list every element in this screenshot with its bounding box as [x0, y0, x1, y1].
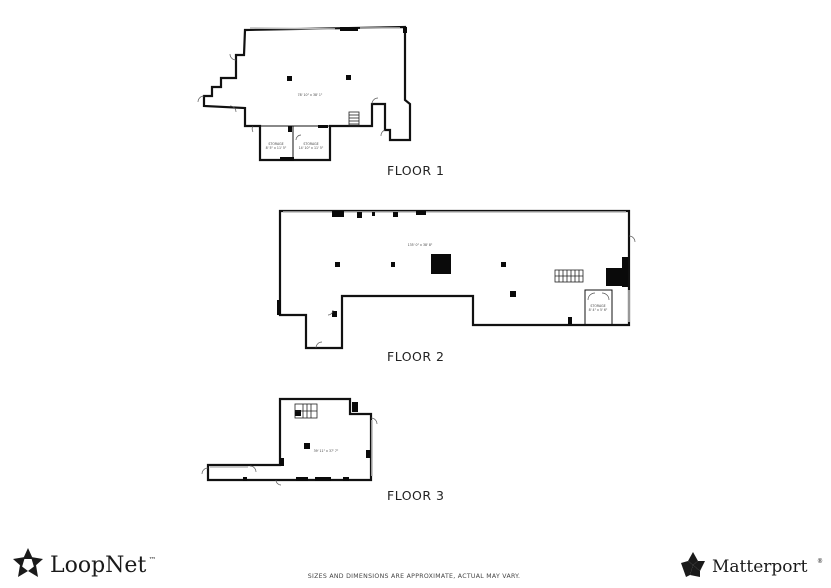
floor-2-door: [315, 341, 323, 349]
floor-1-door: [229, 53, 237, 61]
floor-1-door: [197, 95, 205, 103]
floor-1-plan: 78' 10" x 38' 1" STORAGE 8' 5" x 11' 5" …: [197, 25, 412, 162]
floor-3-door: [249, 465, 257, 473]
floor-3-column: [366, 450, 371, 458]
floor-3-column: [243, 477, 247, 481]
floor-1-stairs: [348, 111, 360, 127]
floor-1-door: [295, 134, 302, 141]
floor-3-exterior-wall: [206, 397, 373, 482]
floor-2-column: [372, 212, 375, 216]
floor-2-fixture: [606, 268, 622, 286]
floor-2-door: [327, 309, 334, 316]
floor-3-door: [370, 417, 378, 425]
floor-2-column: [391, 262, 395, 267]
floor-1-fixture: [280, 157, 294, 161]
floor-1-storage-b-dimensions: 14' 10" x 11' 5": [299, 146, 324, 150]
floor-1-door: [251, 125, 254, 133]
floor-1-window: [249, 27, 336, 30]
floor-1-storage-a-label: STORAGE: [268, 142, 283, 146]
floor-1-door: [371, 97, 379, 105]
floor-1-door: [229, 105, 237, 113]
floor-2-column: [510, 291, 516, 297]
floor-3-main-room-dimensions: 39' 11" x 37' 7": [314, 449, 339, 453]
floor-2-column: [332, 311, 337, 317]
loopnet-logo-icon: [13, 548, 43, 577]
floor-1-fixture: [340, 27, 358, 31]
floor-3-fixture: [315, 477, 331, 481]
floor-2-core: [431, 254, 451, 274]
loopnet-logo: LoopNet ™: [13, 548, 156, 578]
floor-3-door: [275, 479, 282, 486]
floor-3-column: [304, 443, 310, 449]
floor-2-column: [335, 262, 340, 267]
floor-2-column: [393, 212, 398, 217]
floor-2-door: [628, 235, 636, 243]
floor-1-label: FLOOR 1: [387, 163, 445, 178]
floor-2-door: [601, 292, 610, 301]
floor-2-column: [501, 262, 506, 267]
disclaimer-text: SIZES AND DIMENSIONS ARE APPROXIMATE, AC…: [308, 573, 521, 580]
floor-3-label: FLOOR 3: [387, 488, 445, 503]
floor-3-column: [352, 402, 358, 412]
loopnet-logo-text: LoopNet: [50, 553, 146, 578]
floor-3-door: [201, 467, 209, 475]
floor-3-stairs: [294, 403, 318, 419]
floor-1-fixture: [318, 125, 328, 128]
floor-3-column: [280, 458, 284, 466]
floor-1-storage-b-label: STORAGE: [303, 142, 318, 146]
floor-2-storage-label: STORAGE: [590, 304, 605, 308]
floor-3-plan: 39' 11" x 37' 7": [201, 397, 378, 486]
floor-3-fixture: [343, 477, 349, 481]
floor-2-fixture: [416, 211, 426, 215]
floor-2-plan: 135' 0" x 38' 8" STORAGE 8' 4" x 5' 6": [277, 209, 636, 350]
floor-1-fixture: [403, 27, 407, 33]
floor-3-fixture: [296, 477, 308, 481]
floor-1-main-room-dimensions: 78' 10" x 38' 1": [298, 93, 323, 97]
floor-2-fixture: [332, 211, 344, 217]
floor-2-stairs: [554, 269, 584, 283]
matterport-registered-mark: ®: [817, 558, 823, 565]
floor-2-column: [357, 212, 362, 218]
floor-2-storage-dimensions: 8' 4" x 5' 6": [589, 308, 608, 312]
floor-1-storage-a-dimensions: 8' 5" x 11' 5": [266, 146, 287, 150]
floor-2-column: [568, 317, 572, 324]
floor-2-fixture: [622, 257, 628, 287]
matterport-logo: Matterport ®: [681, 552, 823, 577]
floor-2-storage-walls: [584, 289, 613, 325]
matterport-logo-icon: [681, 552, 705, 577]
floor-1-door: [380, 129, 386, 137]
floor-1-column: [287, 76, 292, 81]
loopnet-trademark: ™: [149, 556, 156, 564]
floor-1-column: [288, 126, 292, 132]
floor-2-door: [587, 292, 596, 301]
floor-1-column: [346, 75, 351, 80]
floor-2-main-room-dimensions: 135' 0" x 38' 8": [408, 243, 433, 247]
floor-2-fixture: [277, 300, 281, 315]
floor-2-exterior-wall: [278, 209, 631, 350]
matterport-logo-text: Matterport: [712, 557, 808, 577]
floor-2-label: FLOOR 2: [387, 349, 445, 364]
floor-1-exterior-wall: [202, 25, 412, 162]
